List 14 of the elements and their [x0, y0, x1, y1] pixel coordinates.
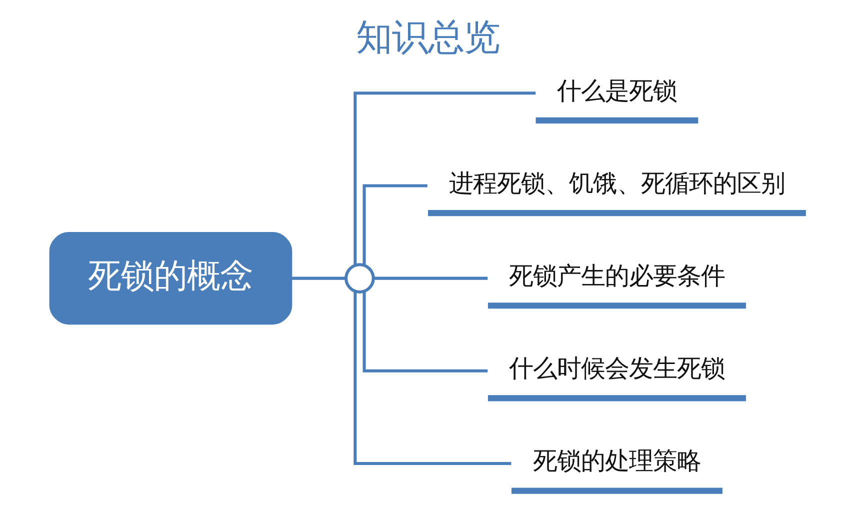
diagram-title: 知识总览	[356, 15, 500, 58]
connector	[373, 276, 488, 280]
connector	[353, 292, 511, 465]
node-box: 死锁的概念	[48, 232, 292, 325]
connector	[362, 292, 488, 372]
node-text: 死锁产生的必要条件	[508, 261, 724, 290]
node-text: 死锁的处理策略	[532, 446, 700, 476]
node-text: 进程死锁、饥饿、死循环的区别	[448, 168, 784, 198]
node-text: 什么是死锁	[556, 76, 676, 105]
connector	[290, 276, 346, 280]
connector	[353, 92, 536, 265]
node-circle	[344, 263, 374, 294]
node-text: 什么时候会发生死锁	[508, 354, 724, 383]
connector	[362, 184, 427, 266]
